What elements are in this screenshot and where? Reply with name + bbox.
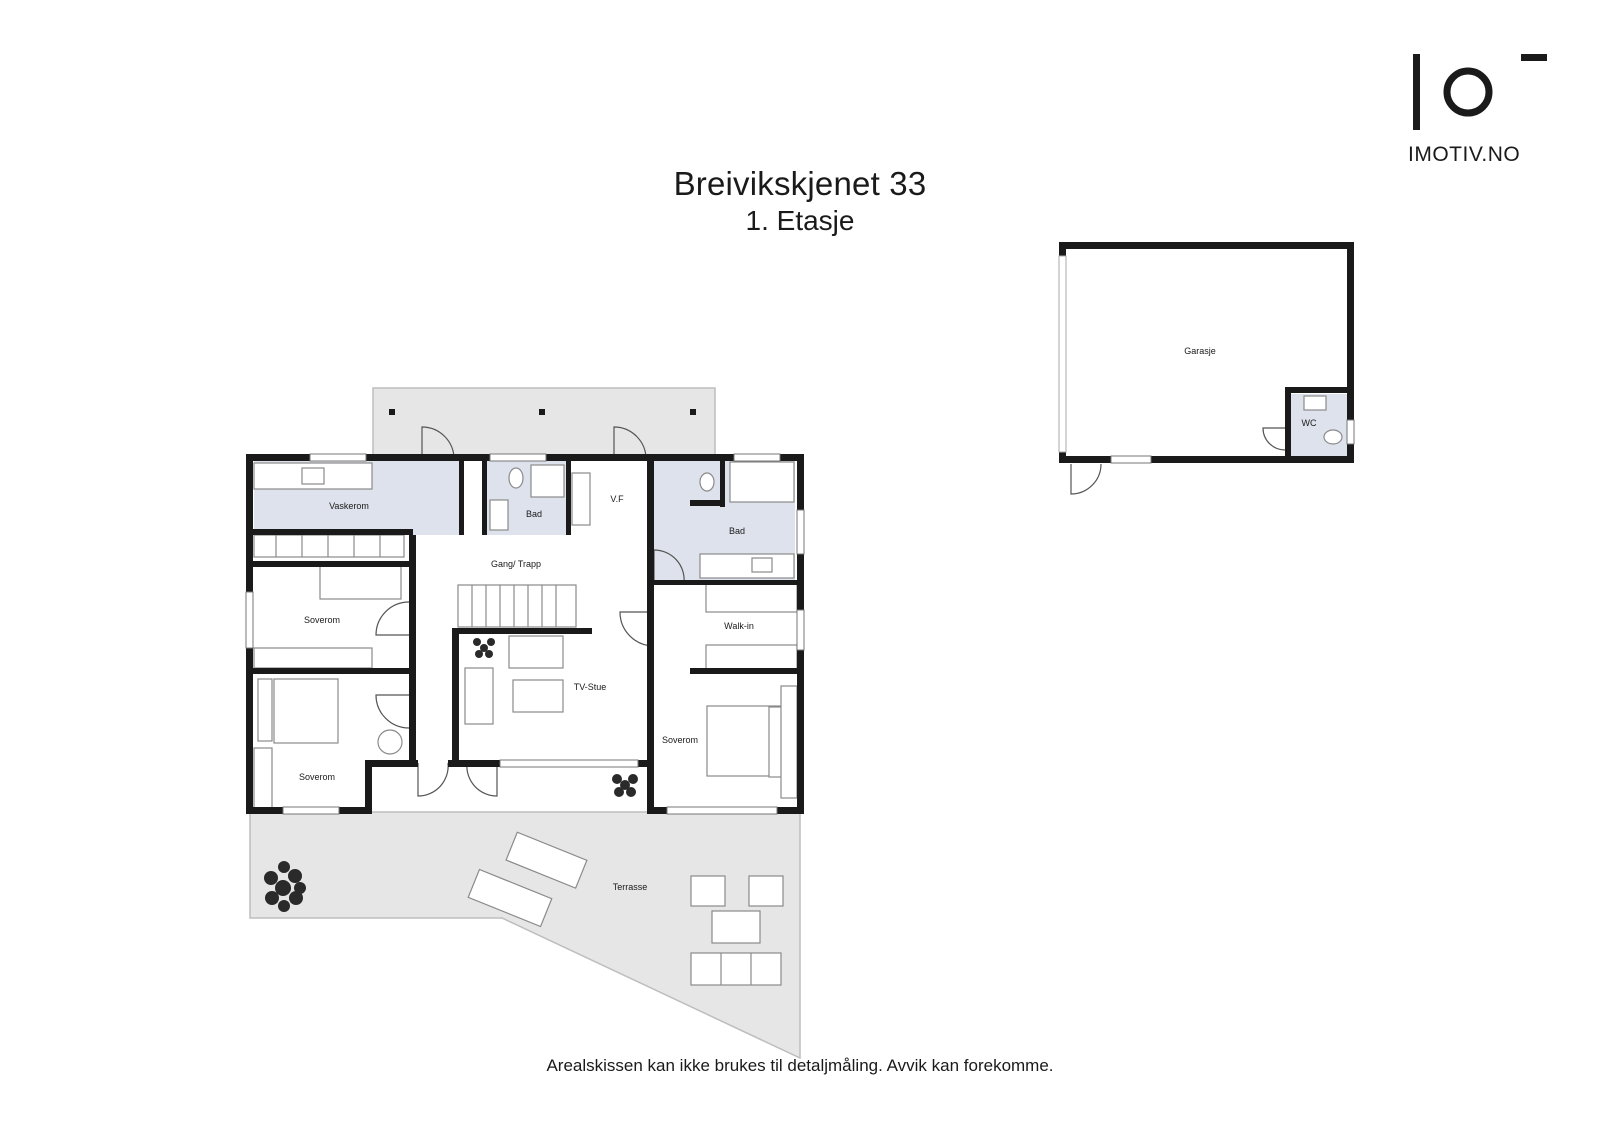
- label-terrasse: Terrasse: [613, 882, 648, 892]
- plan-subtitle: 1. Etasje: [745, 205, 855, 236]
- label-walkin: Walk-in: [724, 621, 754, 631]
- plan-title: Breivikskjenet 33: [673, 165, 927, 202]
- label-bad-2: Bad: [729, 526, 745, 536]
- window-icon: [245, 255, 1355, 815]
- room-labels: Vaskerom Bad V.F Bad Gang/ Trapp Soverom…: [299, 346, 1317, 892]
- label-soverom-3: Soverom: [662, 735, 698, 745]
- door-swing-icon: [375, 426, 1286, 797]
- wc-fixtures: [1303, 395, 1343, 445]
- disclaimer-text: Arealskissen kan ikke brukes til detaljm…: [546, 1056, 1054, 1075]
- brand-name: IMOTIV.NO: [1408, 143, 1521, 166]
- label-soverom-2: Soverom: [299, 772, 335, 782]
- label-bad-1: Bad: [526, 509, 542, 519]
- balcony-area: [372, 387, 716, 457]
- plant-icon: [264, 638, 638, 912]
- label-tvstue: TV-Stue: [574, 682, 607, 692]
- label-wc: WC: [1302, 418, 1317, 428]
- logo-mark-icon: [1413, 54, 1547, 130]
- label-garasje: Garasje: [1184, 346, 1216, 356]
- label-soverom-1: Soverom: [304, 615, 340, 625]
- label-vaskerom: Vaskerom: [329, 501, 369, 511]
- label-gang: Gang/ Trapp: [491, 559, 541, 569]
- label-vf: V.F: [610, 494, 624, 504]
- furniture: [253, 461, 798, 986]
